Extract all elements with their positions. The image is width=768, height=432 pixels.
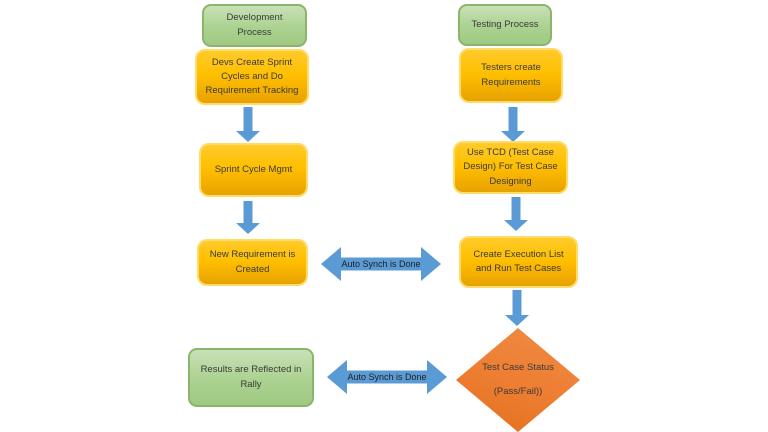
arrow-stem: [512, 290, 522, 316]
arrow-head-right: [427, 360, 447, 394]
node-testers-create: Testers create Requirements: [459, 48, 563, 103]
node-label: New Requirement is Created: [209, 249, 296, 275]
node-create-execution: Create Execution List and Run Test Cases: [459, 236, 578, 288]
node-label: Use TCD (Test Case Design) For Test Case…: [463, 147, 558, 187]
arrow-stem: [243, 201, 253, 224]
arrow-head: [501, 131, 525, 142]
arrow-head-left: [327, 360, 347, 394]
arrow-stem: [511, 197, 521, 221]
node-label: Devs Create Sprint Cycles and Do Require…: [205, 56, 299, 97]
down-arrow: [501, 107, 525, 142]
node-label: Test Case Status: [482, 362, 554, 374]
node-testing-process: Testing Process: [458, 4, 552, 46]
sync-arrow-label: Auto Synch is Done: [341, 259, 421, 269]
down-arrow: [504, 197, 528, 231]
node-sublabel: (Pass/Fail)): [493, 385, 543, 397]
node-test-case-status: Test Case Status (Pass/Fail)): [456, 328, 580, 432]
node-label: Testing Process: [471, 18, 539, 30]
node-sprint-cycle-mgmt: Sprint Cycle Mgmt: [199, 143, 308, 197]
arrow-stem: [508, 107, 518, 132]
arrow-head-right: [421, 247, 441, 281]
sync-arrow-bottom: Auto Synch is Done: [327, 358, 447, 396]
arrow-head-left: [321, 247, 341, 281]
node-label: Results are Reflected in Rally: [200, 364, 302, 390]
arrow-bar: [346, 370, 428, 384]
arrow-head: [236, 131, 260, 142]
arrow-head: [504, 220, 528, 231]
node-development-process: Development Process: [202, 4, 307, 47]
node-new-requirement: New Requirement is Created: [197, 239, 308, 286]
down-arrow: [505, 290, 529, 326]
node-label: Sprint Cycle Mgmt: [214, 163, 293, 175]
arrow-head: [236, 223, 260, 234]
down-arrow: [236, 201, 260, 234]
arrow-stem: [243, 107, 253, 132]
sync-arrow-top: Auto Synch is Done: [321, 246, 441, 282]
sync-arrow-label: Auto Synch is Done: [347, 372, 427, 382]
arrow-head: [505, 315, 529, 326]
node-label: Create Execution List and Run Test Cases: [473, 248, 564, 274]
node-label: Development Process: [226, 12, 283, 38]
node-devs-create-sprint: Devs Create Sprint Cycles and Do Require…: [195, 49, 309, 105]
node-use-tcd: Use TCD (Test Case Design) For Test Case…: [453, 141, 568, 194]
down-arrow: [236, 107, 260, 142]
node-label: Testers create Requirements: [481, 62, 541, 88]
arrow-bar: [340, 257, 422, 271]
node-results-reflected: Results are Reflected in Rally: [188, 348, 314, 407]
